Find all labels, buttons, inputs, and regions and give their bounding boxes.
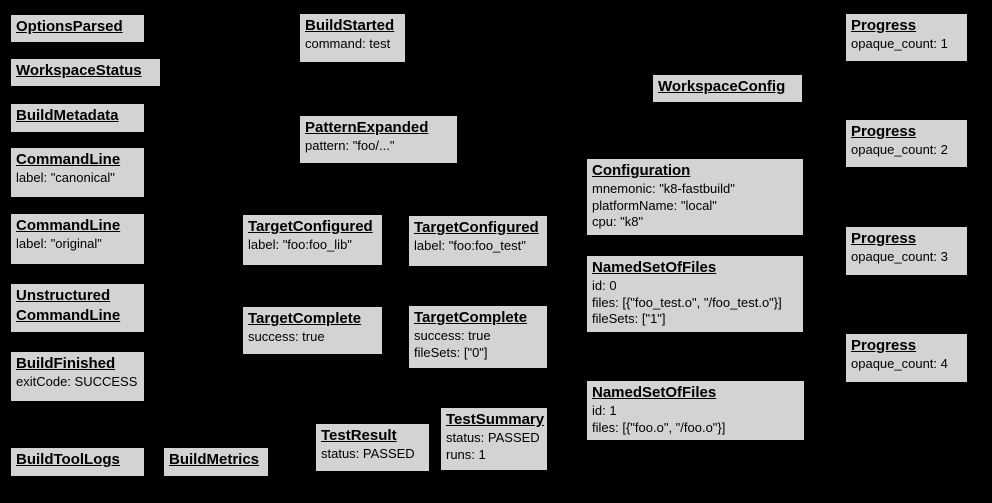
node-title: Unstructured — [16, 287, 111, 304]
node-field: opaque_count: 3 — [851, 249, 948, 264]
node-build-metadata: BuildMetadata — [10, 103, 145, 133]
node-build-finished: BuildFinished exitCode: SUCCESS — [10, 351, 145, 402]
node-field: fileSets: ["1"] — [592, 311, 666, 326]
node-command-line-original: CommandLine label: "original" — [10, 213, 145, 265]
node-title: WorkspaceStatus — [16, 62, 142, 79]
node-field: files: [{"foo.o", "/foo.o"}] — [592, 419, 726, 435]
node-title: Progress — [851, 230, 917, 247]
node-field: pattern: "foo/..." — [305, 138, 395, 153]
node-title: TargetComplete — [414, 309, 528, 326]
node-field: label: "canonical" — [16, 170, 115, 185]
node-target-configured-foo-test: TargetConfigured label: "foo:foo_test" — [408, 215, 548, 267]
node-field: status: PASSED — [321, 446, 415, 461]
node-field: label: "foo:foo_test" — [414, 238, 526, 253]
node-target-complete-foo-lib: TargetComplete success: true — [242, 306, 383, 355]
node-field: id: 0 — [592, 278, 617, 293]
node-title: BuildMetrics — [169, 451, 260, 468]
node-title: CommandLine — [16, 217, 121, 234]
node-title: BuildStarted — [305, 17, 395, 34]
node-title: CommandLine — [16, 151, 121, 168]
node-field: id: 1 — [592, 403, 617, 418]
node-title: TargetConfigured — [414, 219, 539, 236]
node-pattern-expanded: PatternExpanded pattern: "foo/..." — [299, 115, 458, 164]
node-field: label: "original" — [16, 236, 102, 251]
node-field: runs: 1 — [446, 446, 486, 462]
node-progress-3: Progress opaque_count: 3 — [845, 226, 968, 276]
node-title: Progress — [851, 337, 917, 354]
node-field: exitCode: SUCCESS — [16, 374, 138, 389]
node-progress-1: Progress opaque_count: 1 — [845, 13, 968, 62]
node-field: label: "foo:foo_lib" — [248, 237, 352, 252]
node-title: BuildFinished — [16, 355, 116, 372]
node-target-configured-foo-lib: TargetConfigured label: "foo:foo_lib" — [242, 214, 383, 266]
node-field: opaque_count: 4 — [851, 356, 948, 371]
node-field: opaque_count: 1 — [851, 36, 948, 51]
node-command-line-canonical: CommandLine label: "canonical" — [10, 147, 145, 198]
node-field: files: [{"foo_test.o", "/foo_test.o"}] — [592, 294, 782, 310]
node-field: mnemonic: "k8-fastbuild" — [592, 181, 735, 196]
node-title: OptionsParsed — [16, 18, 123, 35]
node-test-result: TestResult status: PASSED — [315, 423, 430, 472]
node-title: NamedSetOfFiles — [592, 384, 717, 401]
node-field: fileSets: ["0"] — [414, 344, 488, 360]
node-options-parsed: OptionsParsed — [10, 14, 145, 43]
node-title: TestResult — [321, 427, 397, 444]
node-field: cpu: "k8" — [592, 214, 644, 229]
node-field: command: test — [305, 36, 391, 51]
node-title: TargetComplete — [248, 310, 362, 327]
node-workspace-config: WorkspaceConfig — [652, 74, 803, 103]
node-title: Progress — [851, 123, 917, 140]
node-title: BuildMetadata — [16, 107, 119, 124]
node-title: TestSummary — [446, 411, 545, 428]
node-progress-2: Progress opaque_count: 2 — [845, 119, 968, 168]
node-field: opaque_count: 2 — [851, 142, 948, 157]
node-build-metrics: BuildMetrics — [163, 447, 269, 477]
node-build-started: BuildStarted command: test — [299, 13, 406, 63]
node-progress-4: Progress opaque_count: 4 — [845, 333, 968, 383]
node-field: success: true — [248, 329, 325, 344]
node-title: TargetConfigured — [248, 218, 373, 235]
node-field: platformName: "local" — [592, 197, 717, 213]
node-build-tool-logs: BuildToolLogs — [10, 447, 145, 477]
node-field: status: PASSED — [446, 430, 540, 445]
node-configuration: Configuration mnemonic: "k8-fastbuild"pla… — [586, 158, 804, 236]
node-workspace-status: WorkspaceStatus — [10, 58, 161, 87]
node-title: WorkspaceConfig — [658, 78, 786, 95]
node-title: Configuration — [592, 162, 691, 179]
node-title: BuildToolLogs — [16, 451, 120, 468]
node-title: PatternExpanded — [305, 119, 429, 136]
node-title: NamedSetOfFiles — [592, 259, 717, 276]
node-title: CommandLine — [16, 307, 121, 324]
node-title: Progress — [851, 17, 917, 34]
node-field: success: true — [414, 328, 491, 343]
